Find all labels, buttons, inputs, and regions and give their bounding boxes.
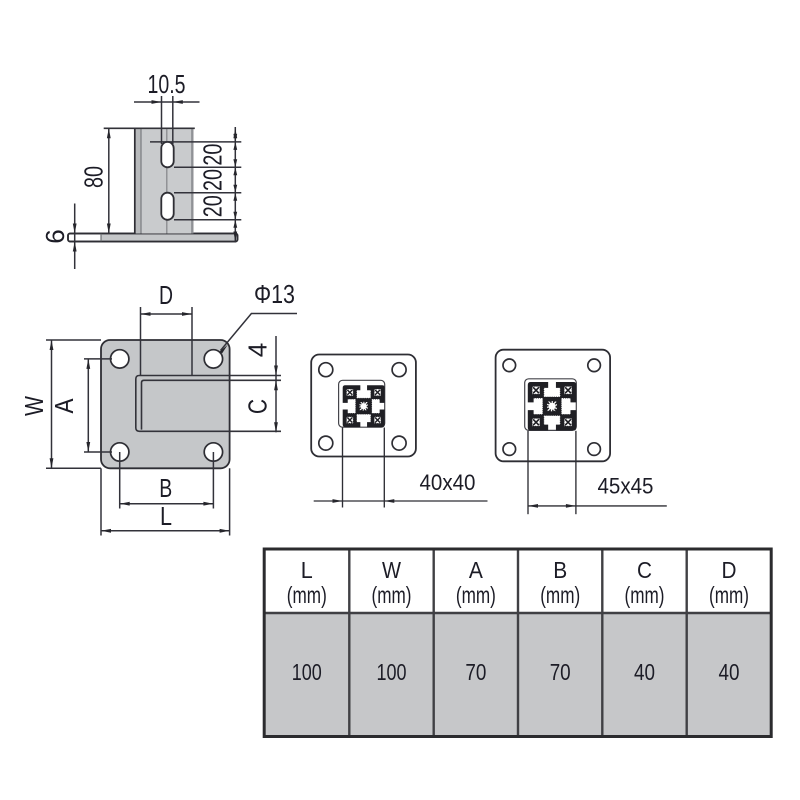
svg-text:B: B [159, 473, 172, 503]
svg-text:40x40: 40x40 [420, 470, 476, 495]
svg-text:(mm): (mm) [540, 582, 580, 608]
svg-text:(mm): (mm) [709, 582, 749, 608]
svg-text:20: 20 [198, 144, 228, 166]
svg-text:45x45: 45x45 [598, 474, 654, 499]
svg-text:70: 70 [550, 659, 571, 685]
svg-text:40: 40 [719, 659, 740, 685]
svg-text:(mm): (mm) [625, 582, 665, 608]
svg-text:L: L [301, 557, 313, 583]
svg-text:70: 70 [465, 659, 486, 685]
svg-text:W: W [382, 557, 401, 583]
svg-text:(mm): (mm) [456, 582, 496, 608]
svg-text:100: 100 [292, 659, 322, 685]
svg-text:20: 20 [198, 195, 228, 217]
svg-text:B: B [553, 557, 567, 583]
svg-text:D: D [159, 280, 173, 310]
svg-text:100: 100 [377, 659, 407, 685]
svg-text:A: A [49, 398, 79, 414]
svg-text:L: L [160, 501, 172, 531]
svg-text:Φ13: Φ13 [254, 279, 295, 309]
svg-text:40: 40 [634, 659, 655, 685]
svg-text:4: 4 [243, 343, 273, 357]
svg-text:W: W [19, 396, 49, 416]
svg-text:(mm): (mm) [287, 582, 327, 608]
svg-text:20: 20 [198, 169, 228, 191]
svg-text:D: D [722, 557, 737, 583]
svg-text:80: 80 [79, 166, 109, 188]
svg-text:C: C [637, 557, 652, 583]
svg-text:A: A [469, 557, 484, 583]
svg-text:(mm): (mm) [372, 582, 412, 608]
svg-text:10.5: 10.5 [148, 69, 186, 99]
svg-text:6: 6 [40, 229, 70, 243]
svg-text:C: C [243, 399, 273, 414]
